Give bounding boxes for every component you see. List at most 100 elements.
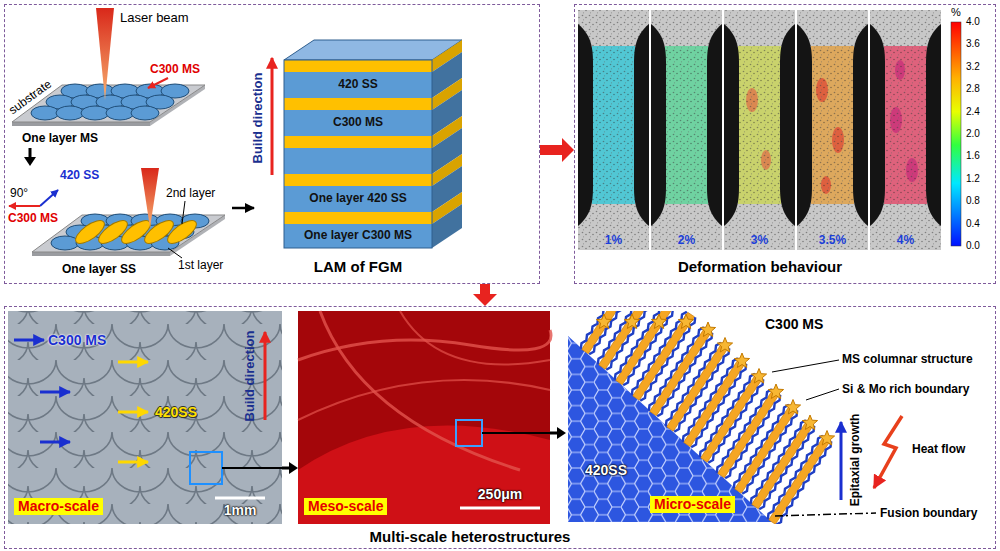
scale-tick: 2.4 <box>966 106 980 118</box>
angle-label: 90° <box>10 186 28 200</box>
arrow-part <box>550 432 557 435</box>
macro-image <box>8 311 282 524</box>
micro-schematic <box>766 434 834 524</box>
arrow-part <box>557 427 566 439</box>
layer-label: 420 SS <box>338 77 377 91</box>
micro-schematic <box>678 314 693 329</box>
scale-tick: 4.0 <box>966 16 980 28</box>
scale-tick: 3.2 <box>966 61 980 73</box>
macro-image <box>118 361 148 364</box>
micro-schematic <box>700 322 715 337</box>
material-label: 420 SS <box>60 168 99 182</box>
strain-label: 2% <box>678 233 695 247</box>
strain-frame <box>780 24 795 226</box>
ss-layer-figure <box>182 201 185 224</box>
ss-layer-figure <box>9 205 40 207</box>
ss-layer-figure <box>51 236 79 250</box>
panel-title: Deformation behaviour <box>678 258 842 276</box>
layer-label: C300 MS <box>333 115 383 129</box>
micro-schematic <box>775 513 876 516</box>
layer-label: One layer C300 MS <box>304 228 412 242</box>
scale-tick: 1.6 <box>966 150 980 162</box>
micro-schematic <box>651 314 666 329</box>
fgm-block <box>232 207 254 210</box>
strain-label: 1% <box>605 233 622 247</box>
arrow-part <box>480 284 490 294</box>
ss-layer-figure <box>168 248 182 258</box>
micro-schematic <box>874 416 902 488</box>
ms-layer-figure <box>31 84 189 120</box>
unit-label: % <box>951 6 961 19</box>
strain-frame <box>797 10 868 250</box>
strain-frame <box>578 10 649 250</box>
micro-schematic <box>819 431 834 446</box>
strain-frame <box>578 10 649 250</box>
macro-image <box>118 411 148 414</box>
ms-layer-figure <box>31 106 59 120</box>
strain-frame <box>797 24 812 226</box>
macro-image <box>222 467 282 469</box>
callout-label: substrate <box>6 77 54 117</box>
strain-frame <box>724 10 795 250</box>
fgm-block <box>232 40 462 248</box>
ss-layer-figure <box>32 215 225 252</box>
strain-frame <box>651 24 666 226</box>
panel: LAM of FGMOne layer MSOne layer SS <box>4 4 540 284</box>
callout-label: 1st layer <box>178 258 223 272</box>
ss-layer-figure <box>141 168 159 228</box>
material-label: 420SS <box>585 462 627 479</box>
figure-caption: One layer SS <box>62 262 136 276</box>
scale-tag: Meso-scale <box>304 498 387 515</box>
layer-label: One layer 420 SS <box>309 191 406 205</box>
macro-image <box>40 391 70 394</box>
macro-image <box>190 452 222 484</box>
strain-frame <box>578 24 593 226</box>
meso-image <box>298 380 550 420</box>
scale-tick: 2.0 <box>966 128 980 140</box>
meso-image <box>482 432 550 434</box>
meso-image <box>400 311 550 364</box>
strain-frame <box>870 10 941 250</box>
ss-layer-figure <box>32 252 170 256</box>
callout-label: Epitaxial growth <box>848 414 862 507</box>
micro-schematic <box>751 369 766 384</box>
callout-label: 2nd layer <box>166 186 215 200</box>
flow-arrow <box>473 284 497 306</box>
arrow-part <box>289 462 298 474</box>
scale-tag: Macro-scale <box>14 498 103 515</box>
fgm-block <box>284 212 432 224</box>
arrow-part <box>540 145 562 155</box>
arrow-part <box>562 138 574 162</box>
micro-schematic <box>734 353 749 368</box>
fgm-block <box>284 186 432 212</box>
ms-layer-figure <box>148 78 168 88</box>
micro-schematic <box>772 360 839 372</box>
strain-label: 3% <box>751 233 768 247</box>
strain-frame <box>853 24 868 226</box>
fgm-block <box>284 110 432 136</box>
strain-frame <box>724 24 739 226</box>
color-bar <box>951 22 961 246</box>
callout-label: Laser beam <box>120 10 189 26</box>
micro-schematic <box>785 400 800 415</box>
panel: Deformation behaviour <box>574 4 996 284</box>
micro-schematic <box>802 415 817 430</box>
figure-region: One layer MS <box>8 8 210 148</box>
panel: Multi-scale heterostructuresMacro-scaleM… <box>4 306 996 549</box>
micro-schematic <box>840 422 843 500</box>
direction-label: Build direction <box>250 73 266 164</box>
strain-frame <box>870 10 941 250</box>
fgm-block <box>284 60 432 248</box>
ss-layer-figure <box>51 214 209 250</box>
meso-image <box>298 425 550 524</box>
fgm-block <box>271 58 274 175</box>
scale-tick: 3.6 <box>966 38 980 50</box>
arrow-part <box>473 294 497 306</box>
micro-schematic <box>579 311 834 524</box>
ms-layer-figure <box>131 106 159 120</box>
arrow-part <box>24 157 36 166</box>
macro-image <box>40 441 70 444</box>
flow-arrow <box>282 462 298 474</box>
micro-schematic <box>596 314 611 329</box>
